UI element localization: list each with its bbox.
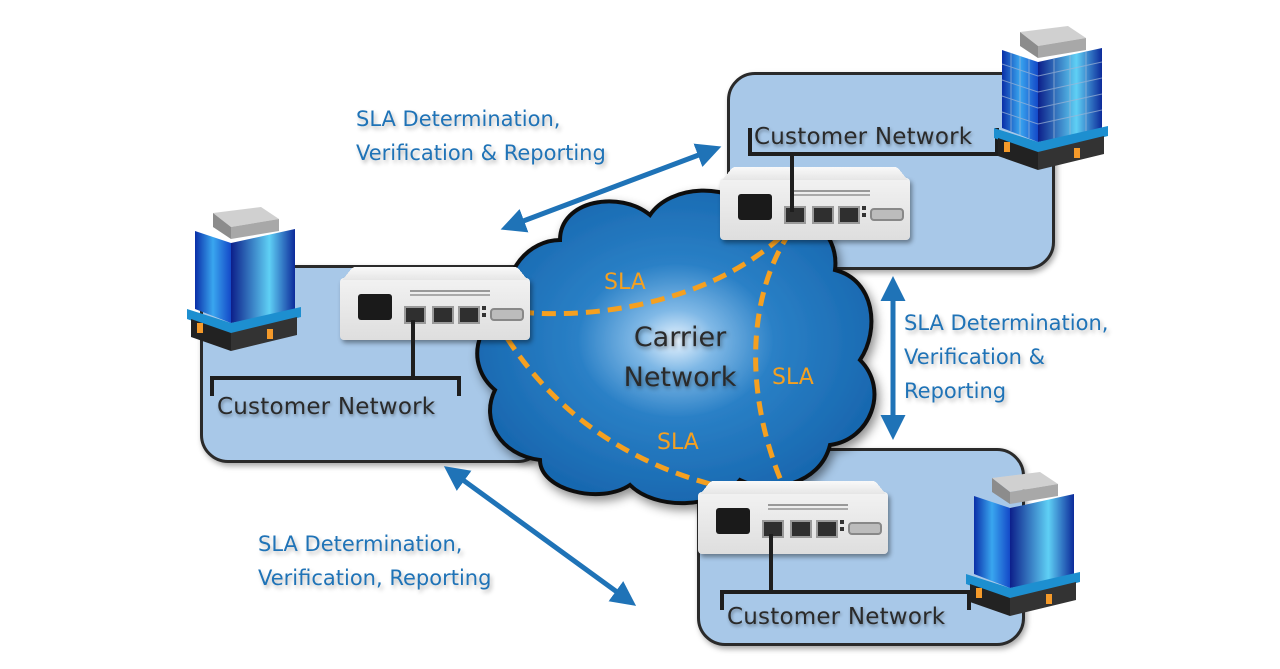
annotation-line: Reporting <box>904 379 1007 403</box>
annotation-line: SLA Determination, <box>258 532 463 556</box>
annotation-line: Verification & <box>904 345 1046 369</box>
sfp-port-icon <box>838 206 860 224</box>
customer-network-label-left: Customer Network <box>217 394 436 420</box>
network-device-top-right <box>720 178 910 240</box>
annotation-line: SLA Determination, <box>356 107 561 131</box>
ethernet-port-icon <box>784 206 806 224</box>
sla-link-top-to-bottom <box>753 230 793 492</box>
sfp-port-icon <box>816 520 838 538</box>
customer-network-label-bottom-right: Customer Network <box>727 604 946 630</box>
office-building-icon <box>187 207 301 351</box>
device-label-plate <box>410 290 490 292</box>
device-cable-bottom-right <box>769 534 773 592</box>
arrow-top-left <box>500 143 722 233</box>
led-indicator-icon <box>482 306 486 320</box>
serial-port-icon <box>870 208 904 221</box>
ethernet-port-icon <box>790 520 812 538</box>
led-indicator-icon <box>840 520 844 534</box>
network-bracket-left <box>210 376 461 396</box>
customer-network-label-top-right: Customer Network <box>754 124 973 150</box>
annotation-bottom-left: SLA Determination, Verification, Reporti… <box>258 527 491 595</box>
ethernet-port-icon <box>762 520 784 538</box>
sfp-port-icon <box>458 306 480 324</box>
device-label-plate <box>790 190 870 192</box>
sla-link-left-to-bottom <box>504 336 736 493</box>
office-building-icon <box>966 472 1080 616</box>
power-socket-icon <box>716 508 750 534</box>
power-socket-icon <box>358 294 392 320</box>
ethernet-port-icon <box>812 206 834 224</box>
carrier-network-label: Carrier Network <box>600 318 760 398</box>
carrier-label-line2: Network <box>623 362 737 393</box>
annotation-line: Verification & Reporting <box>356 141 606 165</box>
network-bracket-top-right <box>748 128 999 156</box>
device-cable-top-right <box>790 152 794 212</box>
ethernet-port-icon <box>404 306 426 324</box>
ethernet-port-icon <box>432 306 454 324</box>
sla-link-left-to-top <box>519 226 792 317</box>
power-socket-icon <box>738 194 772 220</box>
serial-port-icon <box>490 308 524 321</box>
network-bracket-bottom-right <box>720 590 971 610</box>
serial-port-icon <box>848 522 882 535</box>
network-device-left <box>340 278 530 340</box>
arrow-bottom-left <box>443 466 637 606</box>
device-cable-left <box>411 320 415 378</box>
network-device-bottom-right <box>698 492 888 554</box>
office-building-icon <box>994 26 1108 170</box>
led-indicator-icon <box>862 206 866 220</box>
sla-label-bottom: SLA <box>657 430 699 455</box>
annotation-line: Verification, Reporting <box>258 566 492 590</box>
carrier-label-line1: Carrier <box>633 322 727 353</box>
sla-label-top: SLA <box>604 270 646 295</box>
annotation-right: SLA Determination, Verification & Report… <box>904 306 1108 408</box>
annotation-line: SLA Determination, <box>904 311 1109 335</box>
annotation-top-left: SLA Determination, Verification & Report… <box>356 102 606 170</box>
device-label-plate <box>768 504 848 506</box>
sla-label-right: SLA <box>772 365 814 390</box>
